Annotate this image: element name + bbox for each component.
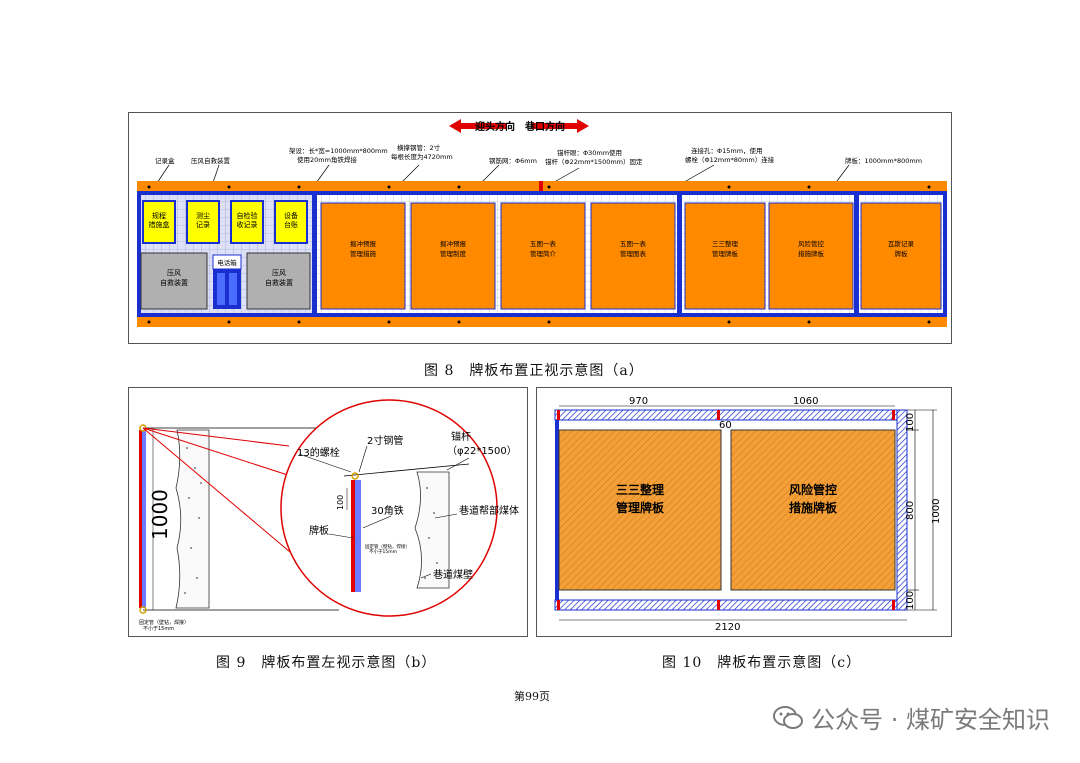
label-wall: 巷道煤壁 <box>433 568 473 581</box>
callout-board-size: 牌板：1000mm*800mm <box>845 156 922 165</box>
orange-board-label: 掘冲预报管理措施 <box>350 239 377 258</box>
orange-board <box>320 202 406 310</box>
figure-9-panel: 1000 固定管（壁钻，焊接）不小于15mm 100 固定管 <box>128 387 528 637</box>
callout-record-box: 记录盒 <box>155 156 175 165</box>
yellow-box-label: 设备台账 <box>284 211 298 229</box>
figure-9-drawing: 1000 固定管（壁钻，焊接）不小于15mm 100 固定管 <box>139 399 519 632</box>
yellow-box-label: 规程措施盒 <box>149 211 170 229</box>
board-1-label: 三三整理管理牌板 <box>616 482 665 515</box>
figure-10-caption: 图 10 牌板布置示意图（c） <box>662 655 862 671</box>
direction-left-label: 迎头方向 <box>475 120 515 133</box>
callout-pipe: 横撑钢管：2寸每根长度为4720mm <box>391 143 453 161</box>
gray-box <box>246 252 311 310</box>
wechat-icon <box>773 705 804 729</box>
pipe-side-blue <box>142 430 146 608</box>
callout-mesh: 钢筋网：Φ6mm <box>489 156 537 165</box>
yellow-box-label: 自检验收记录 <box>237 211 258 229</box>
orange-board <box>768 202 854 310</box>
bottom-note: 固定管（壁钻，焊接）不小于15mm <box>139 619 189 632</box>
gray-box <box>140 252 208 310</box>
gray-box-label: 压风自救装置 <box>160 269 188 287</box>
orange-board-label: 瓦斯记录牌板 <box>888 239 915 258</box>
dim-970: 970 <box>629 396 648 407</box>
yellow-box-label: 测尘记录 <box>196 211 210 229</box>
dim-100-bot: 100 <box>905 591 916 610</box>
label-bolt: 13的螺栓 <box>297 446 340 459</box>
orange-board <box>860 202 942 310</box>
board-1 <box>558 429 722 591</box>
callout-bolt: 连接孔：Φ15mm，使用螺栓（Φ12mm*80mm）连接 <box>685 146 775 164</box>
dim-1060: 1060 <box>793 396 818 407</box>
figure-8-drawing: 迎头方向 巷口方向 记录盒 压风自救装置 架设：长*宽=1000mm*800mm… <box>137 119 947 327</box>
callout-air-device: 压风自救装置 <box>191 156 231 165</box>
orange-board-label: 五图一表管理简介 <box>530 239 557 258</box>
label-anchor: 锚杆 <box>451 431 471 443</box>
figure-9-caption: 图 9 牌板布置左视示意图（b） <box>216 655 437 671</box>
inner-note: 固定管（壁钻，焊接）不小于15mm <box>365 543 410 555</box>
label-anchor-spec: （φ22*1500） <box>447 445 517 457</box>
dim-1000: 1000 <box>931 499 942 524</box>
frame-bottom <box>554 599 908 611</box>
board-side-red <box>139 430 142 608</box>
orange-board <box>410 202 496 310</box>
arrow-left-icon <box>449 119 507 133</box>
dim-2120: 2120 <box>715 622 740 633</box>
dim-800: 800 <box>905 501 916 520</box>
page-number: 第99页 <box>514 690 550 703</box>
gray-box-label: 压风自救装置 <box>265 269 293 287</box>
label-angle: 30角铁 <box>371 504 404 517</box>
board-detail-red <box>351 480 355 592</box>
direction-right-label: 巷口方向 <box>524 120 565 133</box>
board-2 <box>730 429 896 591</box>
watermark: 公众号 · 煤矿安全知识 <box>773 700 1050 735</box>
coal-wall <box>175 429 210 609</box>
figure-8-panel: 迎头方向 巷口方向 记录盒 压风自救装置 架设：长*宽=1000mm*800mm… <box>128 112 952 344</box>
yellow-box-group: 规程措施盒 测尘记录 自检验收记录 设备台账 <box>142 200 308 244</box>
dim-100-top: 100 <box>905 413 916 432</box>
dim-1000-label: 1000 <box>148 489 172 540</box>
dim-100-label: 100 <box>336 495 345 510</box>
orange-board <box>590 202 676 310</box>
board-2-label: 风险管控措施牌板 <box>789 482 838 515</box>
figure-10-panel: 三三整理管理牌板 风险管控措施牌板 970 1060 60 2120 100 <box>536 387 952 637</box>
orange-board <box>500 202 586 310</box>
arrow-right-icon <box>531 119 589 133</box>
orange-board-label: 三三整理管理牌板 <box>712 239 739 258</box>
label-board: 牌板 <box>309 524 329 537</box>
orange-board <box>684 202 766 310</box>
figure-10-drawing: 三三整理管理牌板 风险管控措施牌板 970 1060 60 2120 100 <box>554 396 942 633</box>
frame-top <box>554 409 908 421</box>
phone-box-label: 电话箱 <box>217 258 237 267</box>
label-pipe: 2寸钢管 <box>367 434 403 447</box>
orange-board-label: 五图一表管理图表 <box>620 239 647 258</box>
figure-8-caption: 图 8 牌板布置正视示意图（a） <box>424 363 644 379</box>
orange-board-label: 风险管控措施牌板 <box>798 239 825 258</box>
watermark-text: 公众号 · 煤矿安全知识 <box>811 706 1050 734</box>
label-coal: 巷道帮部煤体 <box>459 504 519 517</box>
pipe-detail-blue <box>355 480 361 592</box>
orange-board-label: 掘冲预报管理制度 <box>440 239 467 258</box>
frame-right <box>896 409 908 611</box>
callout-anchor: 锚杆眼：Φ30mm使用锚杆（Φ22mm*1500mm）固定 <box>545 148 643 166</box>
dim-60: 60 <box>719 420 732 431</box>
